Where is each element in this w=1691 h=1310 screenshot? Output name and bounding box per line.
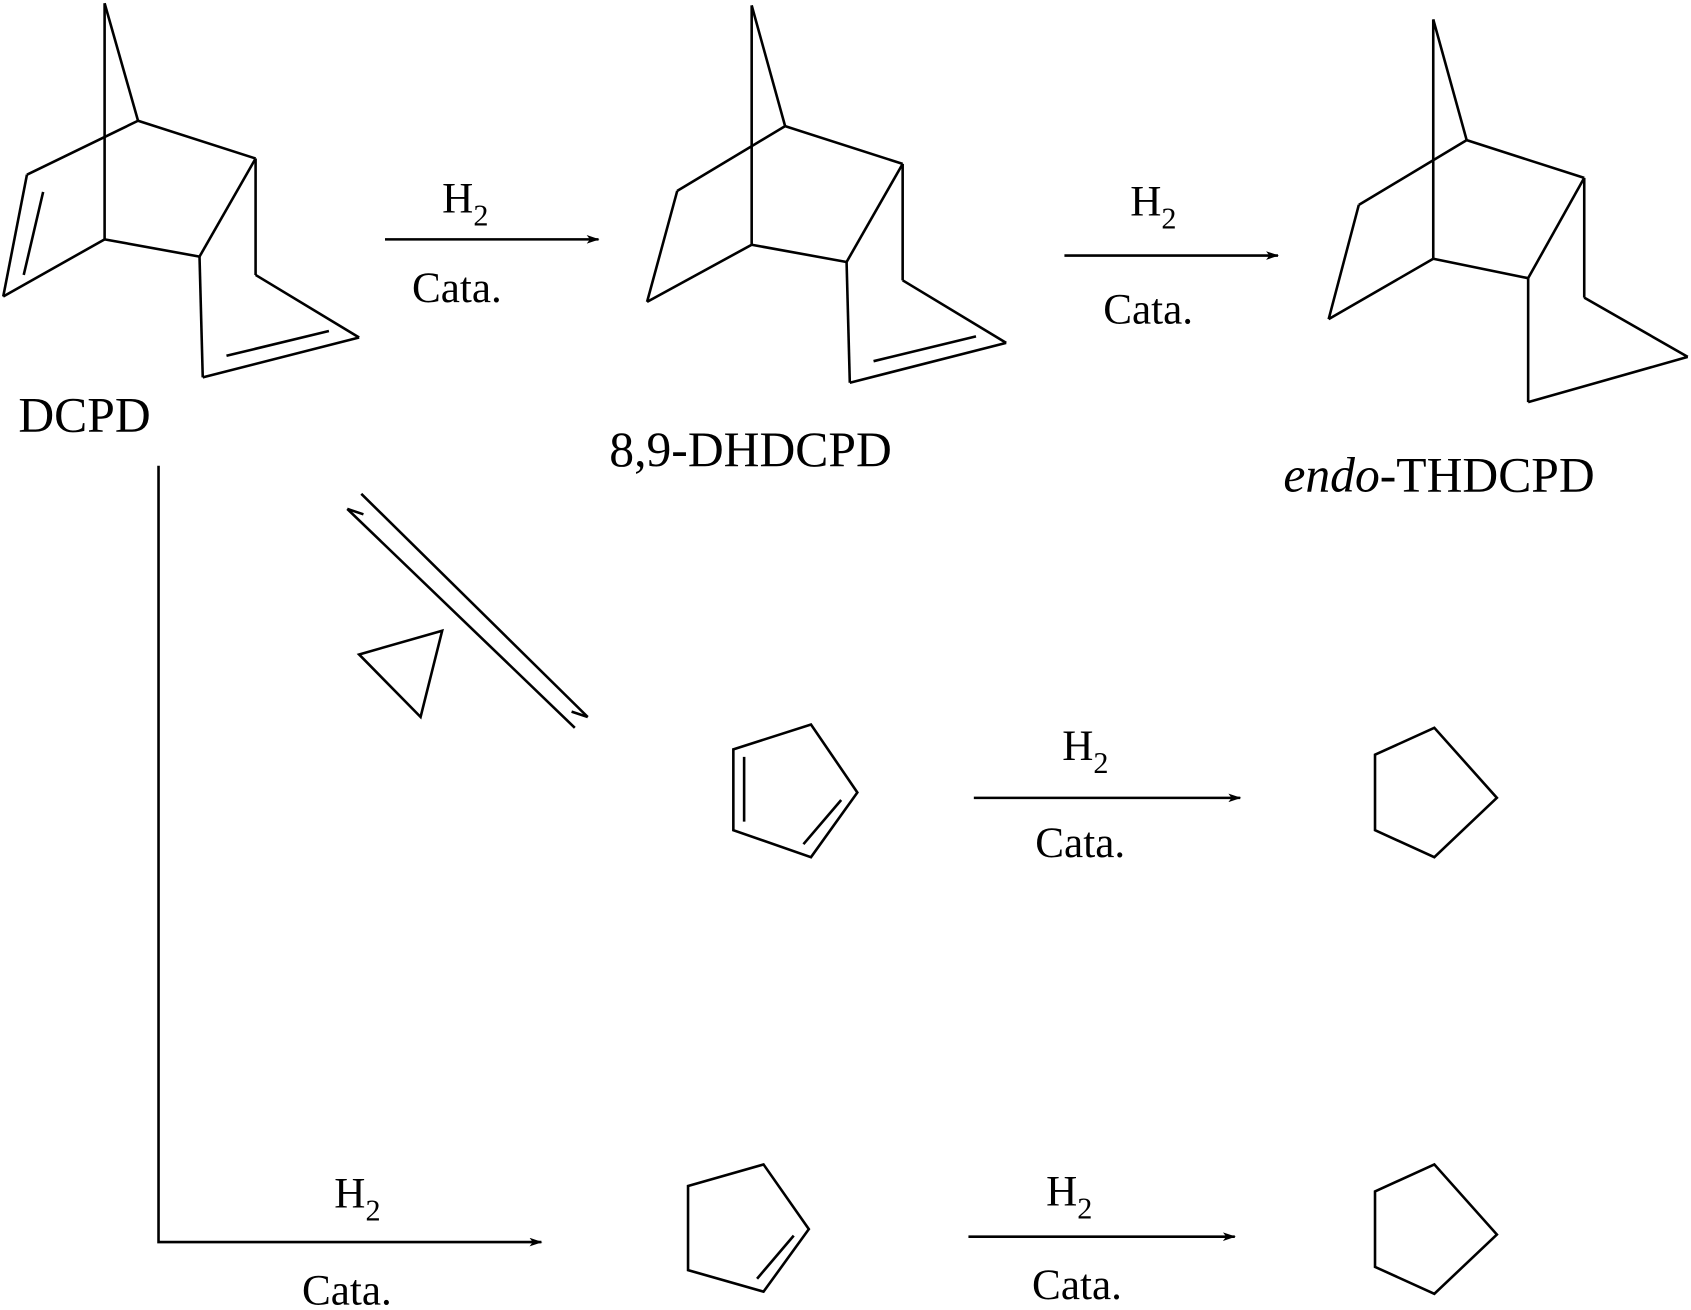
reagent-h2: H2: [334, 1171, 380, 1228]
thdcpd-label: endo-THDCPD: [1283, 448, 1594, 503]
cyclopentane-structure: [1373, 1162, 1499, 1296]
dcpd-label: DCPD: [18, 387, 150, 442]
reaction-arrow: [157, 465, 543, 1247]
catalyst-label: Cata.: [1103, 286, 1193, 333]
cyclopentene-structure: [686, 1162, 811, 1294]
cyclopentadiene-structure: [732, 723, 859, 859]
dhdcpd-structure: [645, 5, 1007, 385]
catalyst-label: Cata.: [1032, 1262, 1122, 1309]
reagent-h2: H2: [1046, 1168, 1092, 1225]
catalyst-label: Cata.: [412, 265, 502, 312]
reagent-h2: H2: [1062, 723, 1108, 780]
reagent-h2: H2: [442, 175, 488, 232]
reagent-h2: H2: [1130, 179, 1176, 236]
thdcpd-structure: [1327, 19, 1689, 404]
dcpd-structure: [1, 2, 360, 379]
catalyst-label: Cata.: [302, 1268, 392, 1310]
dhdcpd-label: 8,9-DHDCPD: [609, 422, 891, 477]
equilibrium-arrows: [346, 492, 589, 729]
heat-delta-icon: [356, 628, 444, 720]
catalyst-label: Cata.: [1035, 820, 1125, 867]
cyclopentane-structure: [1373, 726, 1499, 859]
